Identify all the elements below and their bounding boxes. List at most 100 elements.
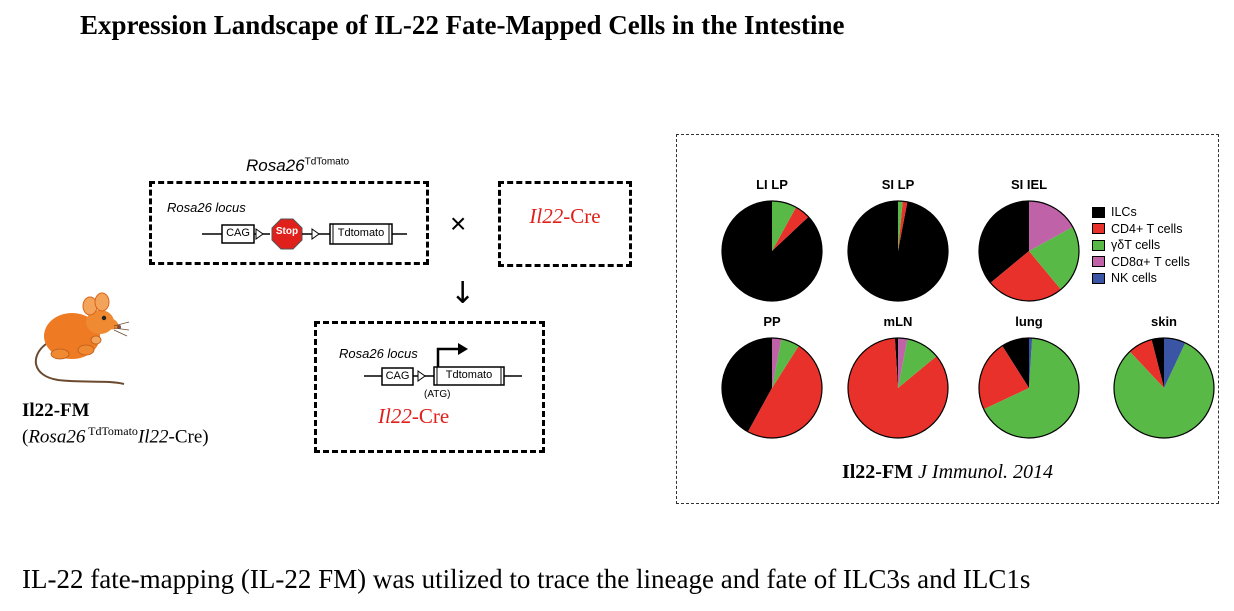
pie-outline bbox=[1113, 337, 1215, 439]
transcription-start-arrow-icon bbox=[436, 347, 459, 367]
il22-italic-text: Il22 bbox=[529, 204, 564, 228]
cross-symbol: × bbox=[450, 208, 467, 239]
pie-label: mLN bbox=[883, 314, 913, 329]
recombined-construct-box bbox=[314, 321, 545, 453]
atg-label: (ATG) bbox=[424, 389, 451, 400]
pie-slice-cd4-t-cells bbox=[898, 201, 908, 251]
loxp-triangle-icon bbox=[255, 228, 264, 240]
mouse-name-suffix: -FM bbox=[53, 400, 90, 421]
rosa26-tdtomato-label: Rosa26TdTomato bbox=[246, 156, 349, 176]
genotype-close: -Cre) bbox=[168, 426, 209, 448]
loxp-triangle-icon bbox=[417, 370, 426, 382]
pie-label: lung bbox=[1015, 314, 1043, 329]
legend-item: CD8α+ T cells bbox=[1092, 255, 1190, 269]
legend-swatch bbox=[1092, 256, 1105, 267]
mouse-icon bbox=[34, 292, 130, 385]
pie-slice-nk-cells bbox=[1029, 338, 1033, 388]
mouse-genotype: (Rosa26 TdTomatoIl22-Cre) bbox=[22, 424, 209, 448]
legend-label: CD4+ T cells bbox=[1111, 221, 1183, 236]
pie-slice-cd4-t-cells bbox=[990, 251, 1061, 302]
pie-outline bbox=[978, 200, 1080, 302]
recombined-construct-diagram bbox=[364, 343, 522, 386]
pie-slice--t-cells bbox=[772, 338, 799, 388]
pie-outline bbox=[721, 337, 823, 439]
pie-si-lp bbox=[847, 200, 949, 302]
cag-label-2: CAG bbox=[385, 370, 410, 382]
pie-outline bbox=[978, 337, 1080, 439]
genotype-sup: TdTomato bbox=[85, 424, 138, 438]
pie-slice-ilcs bbox=[1002, 338, 1029, 388]
il22-cre-label: Il22-Cre bbox=[498, 204, 632, 229]
pie-slice-cd8-t-cells bbox=[898, 338, 908, 388]
stop-sign-icon bbox=[271, 218, 303, 250]
pie-outline bbox=[847, 337, 949, 439]
il22-cre-box bbox=[498, 181, 632, 267]
legend-swatch bbox=[1092, 223, 1105, 234]
figure-caption-bold: Il22-FM bbox=[841, 461, 914, 483]
tdtomato-superscript: TdTomato bbox=[304, 156, 350, 168]
legend-item: γδT cells bbox=[1092, 238, 1160, 252]
legend-swatch bbox=[1092, 239, 1105, 251]
pie-slice-cd8-t-cells bbox=[772, 338, 782, 388]
rosa26-stop-construct-diagram bbox=[202, 218, 407, 250]
pie-charts bbox=[721, 200, 1215, 439]
genotype-open: ( bbox=[22, 426, 29, 448]
legend-item: CD4+ T cells bbox=[1092, 222, 1182, 236]
pie-slice-ilcs bbox=[894, 338, 898, 388]
pie-label: skin bbox=[1150, 314, 1177, 329]
legend-item: ILCs bbox=[1092, 205, 1137, 219]
legend-label: ILCs bbox=[1111, 205, 1137, 219]
pie-label: SI IEL bbox=[1010, 177, 1048, 192]
pie-pp bbox=[721, 337, 823, 439]
rosa26-locus-label: Rosa26 locus bbox=[167, 200, 246, 215]
figure-caption-italic: J Immunol. 2014 bbox=[918, 461, 1054, 483]
legend-label: CD8α+ T cells bbox=[1111, 254, 1190, 269]
legend-item: NK cells bbox=[1092, 271, 1157, 285]
pie-outline bbox=[847, 200, 949, 302]
pie-slice-ilcs bbox=[722, 201, 823, 301]
down-arrow-icon: ↓ bbox=[450, 276, 476, 311]
pie-slice-cd4-t-cells bbox=[747, 345, 823, 439]
pie-slice--t-cells bbox=[772, 201, 797, 251]
pie-slice--t-cells bbox=[983, 338, 1080, 439]
pie-lung bbox=[978, 337, 1080, 439]
pie-slice--t-cells bbox=[1113, 342, 1214, 438]
pie-slice-cd4-t-cells bbox=[772, 207, 809, 251]
pie-si-iel bbox=[978, 200, 1080, 302]
genotype-il22: Il22 bbox=[137, 426, 169, 448]
tdtomato-label-2: Tdtomato bbox=[445, 369, 493, 381]
pie-slice-ilcs bbox=[721, 338, 772, 432]
pie-slice--t-cells bbox=[898, 201, 903, 251]
pie-slice-ilcs bbox=[847, 201, 948, 301]
pie-mln bbox=[847, 337, 949, 439]
legend-swatch bbox=[1092, 206, 1105, 218]
il22-cre-label-2: Il22-Cre bbox=[378, 404, 449, 429]
figure-caption: Il22-FM J Immunol. 2014 bbox=[677, 461, 1218, 484]
legend-label: NK cells bbox=[1111, 271, 1157, 285]
pie-skin bbox=[1113, 337, 1215, 439]
pie-label: PP bbox=[763, 314, 781, 329]
pie-slice-cd4-t-cells bbox=[978, 345, 1029, 410]
stop-label: Stop bbox=[275, 226, 299, 237]
rosa26-text: Rosa26 bbox=[246, 156, 305, 175]
pie-slice-ilcs bbox=[1151, 338, 1164, 388]
pie-slice--t-cells bbox=[1029, 226, 1080, 290]
il22-italic-text: Il22 bbox=[378, 404, 412, 428]
page-title: Expression Landscape of IL-22 Fate-Mappe… bbox=[80, 10, 845, 40]
cre-suffix-text: -Cre bbox=[563, 204, 601, 228]
cag-label: CAG bbox=[226, 227, 250, 239]
loxp-triangle-icon bbox=[311, 228, 320, 240]
legend-swatch bbox=[1092, 272, 1105, 284]
rosa26-construct-box bbox=[149, 181, 429, 265]
pie-slice-ilcs bbox=[978, 201, 1029, 283]
pie-slice-cd4-t-cells bbox=[848, 338, 949, 439]
rosa26-locus-label-2: Rosa26 locus bbox=[339, 346, 418, 361]
tdtomato-label: Tdtomato bbox=[337, 227, 385, 239]
bottom-caption: IL-22 fate-mapping (IL-22 FM) was utiliz… bbox=[22, 564, 1031, 594]
mouse-name-prefix: Il22 bbox=[22, 400, 54, 421]
pie-li-lp bbox=[721, 200, 823, 302]
cre-suffix-text: -Cre bbox=[411, 404, 450, 428]
pie-label: SI LP bbox=[881, 177, 915, 192]
